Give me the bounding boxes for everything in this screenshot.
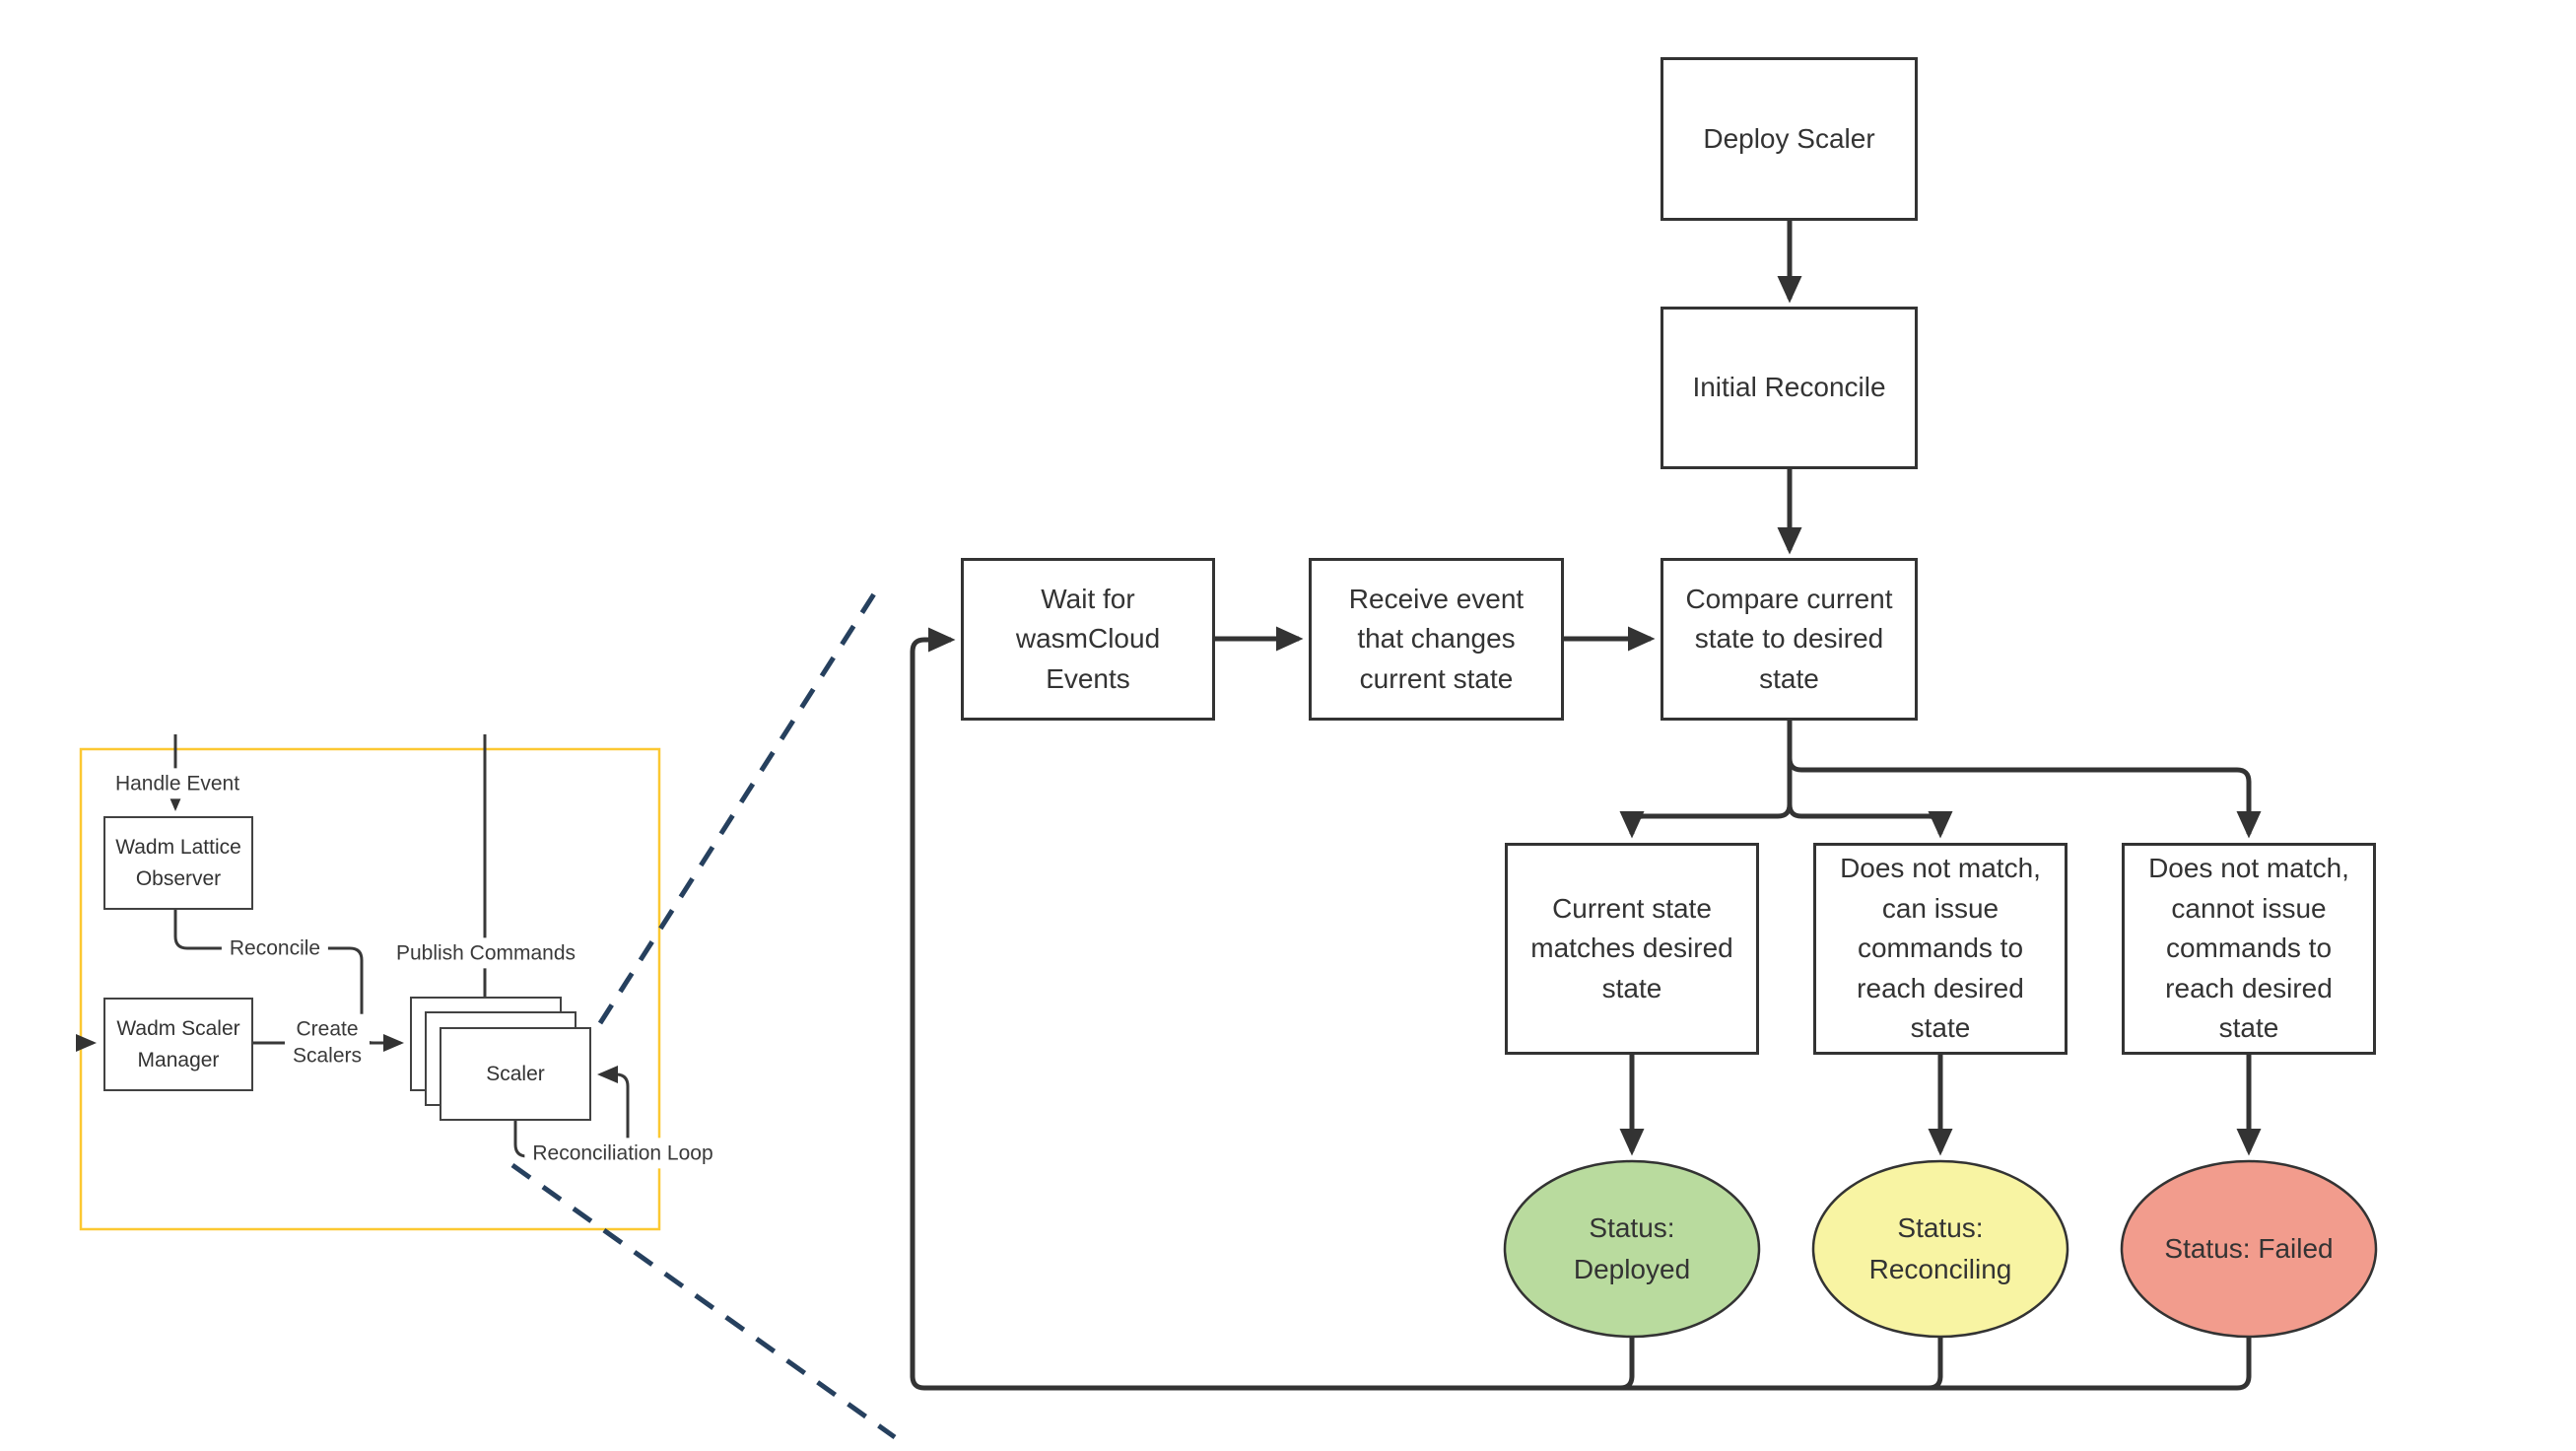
arrow-compare-to-can-issue (1787, 721, 1953, 839)
inset-frame (79, 747, 661, 1231)
label-reconcile: Reconcile (221, 933, 329, 964)
status-failed-ellipse (2120, 1159, 2378, 1339)
status-deployed-label: Status: Deployed (1573, 1212, 1691, 1284)
node-receive-event: Receive event that changes current state (1309, 558, 1564, 721)
node-cannot-issue-commands: Does not match, cannot issue commands to… (2122, 843, 2376, 1055)
arrow-compare-to-cannot-issue (1787, 721, 2262, 839)
callout-dashed-line-bottom (510, 1162, 897, 1440)
node-wait-events: Wait for wasmCloud Events (961, 558, 1215, 721)
node-scaler: Scaler (440, 1027, 591, 1121)
status-reconciling-label: Status: Reconciling (1868, 1212, 2012, 1284)
label-publish-commands: Publish Commands (387, 937, 584, 969)
label-create-scalers: Create Scalers (284, 1013, 371, 1072)
arrow-compare-to-match (1619, 721, 1793, 839)
status-deployed-ellipse (1503, 1159, 1761, 1339)
label-reconciliation-loop: Reconciliation Loop (524, 1138, 721, 1169)
arrow-reconciliation-loop-in (597, 1066, 630, 1140)
callout-dashed-line-top (597, 580, 885, 1025)
label-handle-event: Handle Event (106, 768, 248, 799)
deployed-drop-line (1619, 1336, 1635, 1391)
loop-back-line (910, 627, 2252, 1391)
node-initial-reconcile: Initial Reconcile (1661, 307, 1918, 469)
node-state-matches: Current state matches desired state (1505, 843, 1759, 1055)
status-reconciling-ellipse (1811, 1159, 2069, 1339)
node-wadm-scaler-manager: Wadm Scaler Manager (103, 998, 253, 1091)
node-can-issue-commands: Does not match, can issue commands to re… (1813, 843, 2068, 1055)
node-compare-state: Compare current state to desired state (1661, 558, 1918, 721)
reconciling-drop-line (1928, 1336, 1943, 1391)
node-wadm-lattice-observer: Wadm Lattice Observer (103, 816, 253, 910)
node-deploy-scaler: Deploy Scaler (1661, 57, 1918, 221)
status-failed-label: Status: Failed (2164, 1233, 2334, 1264)
